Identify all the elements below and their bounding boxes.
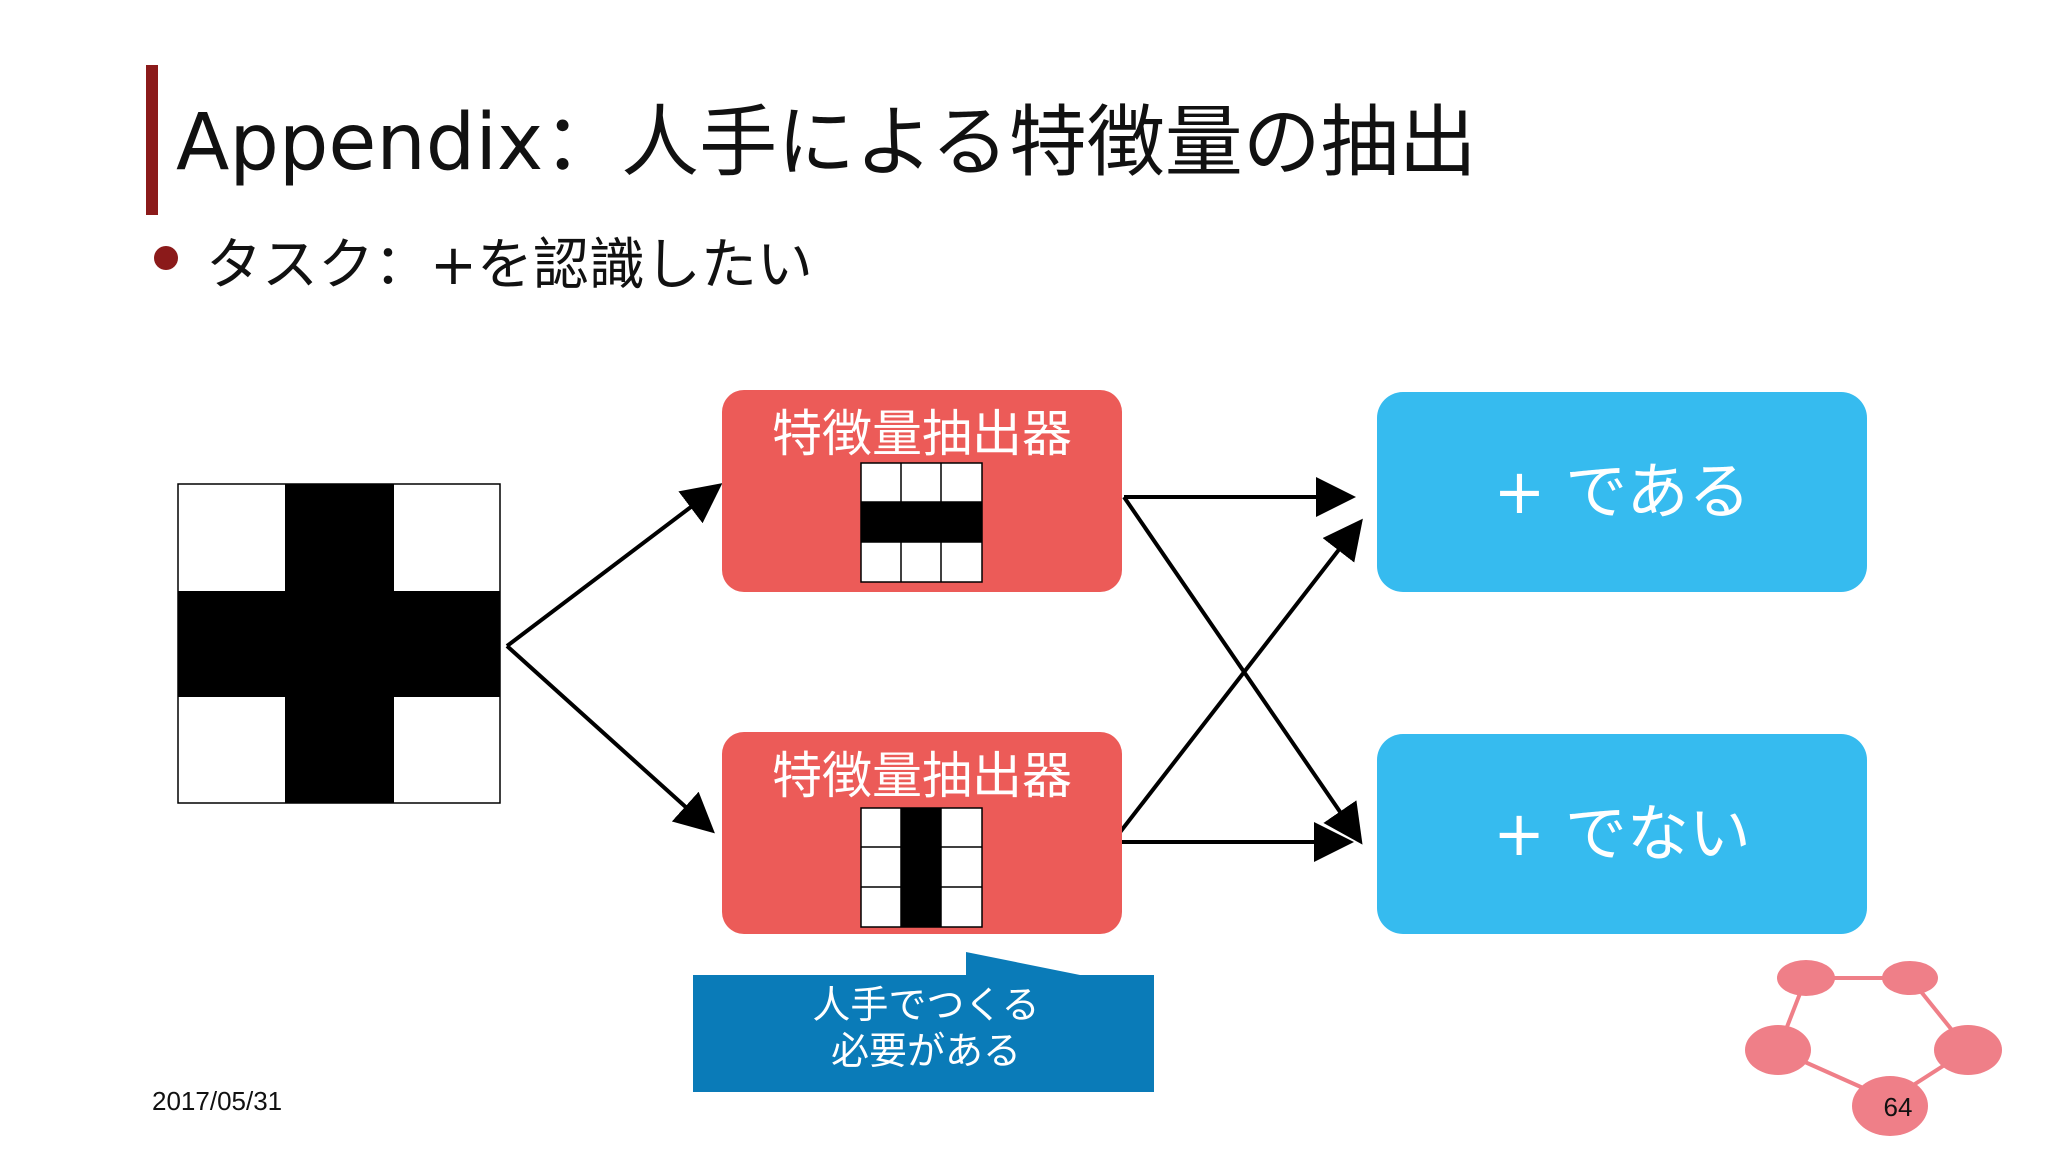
- bullet-dot: [154, 246, 178, 270]
- feature-extractor-1: 特徴量抽出器: [722, 390, 1122, 592]
- arrow-e2-to-o1: [1112, 518, 1363, 842]
- slide-title: Appendix：人手による特徴量の抽出: [176, 98, 1477, 188]
- callout-line-1: 人手でつくる: [812, 983, 1040, 1027]
- extractor-2-label: 特徴量抽出器: [772, 747, 1072, 805]
- title-accent-bar: [146, 65, 158, 215]
- callout-text: 人手でつくる 必要がある: [694, 982, 1158, 1074]
- page-number: 64: [1883, 1092, 1913, 1122]
- logo-graph-icon: [1745, 960, 2002, 1136]
- arrow-to-extractor-2: [505, 644, 715, 834]
- input-plus-image: [177, 483, 501, 804]
- arrow-e1-to-o2: [1122, 495, 1363, 845]
- vertical-bar-filter-icon: [860, 807, 983, 928]
- output-not-plus: + でない: [1377, 734, 1867, 934]
- callout-box: [693, 952, 1154, 1092]
- task-bullet: タスク：+を認識したい: [206, 233, 813, 298]
- extractor-1-label: 特徴量抽出器: [772, 405, 1072, 463]
- slide-date: 2017/05/31: [152, 1086, 283, 1116]
- input-arrows: [505, 483, 723, 834]
- feature-extractor-2: 特徴量抽出器: [722, 732, 1122, 934]
- output-arrows: [1112, 477, 1363, 862]
- callout-line-2: 必要がある: [830, 1029, 1021, 1073]
- horizontal-bar-filter-icon: [860, 462, 983, 583]
- output-is-plus: + である: [1377, 392, 1867, 592]
- arrow-to-extractor-1: [505, 483, 723, 648]
